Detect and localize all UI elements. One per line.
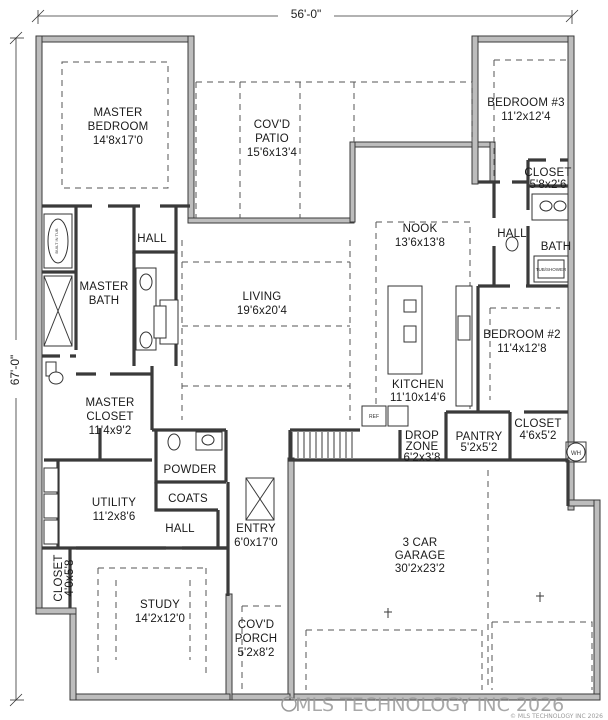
room-label-nook: NOOK 13'6x13'8: [395, 223, 445, 249]
room-label-line: 15'6x13'4: [247, 147, 298, 159]
room-label-line: UTILITY: [92, 497, 136, 509]
room-label-line: PORCH: [235, 633, 278, 645]
tub-label: BUILT IN TUB: [54, 228, 59, 253]
room-label-line: 4'6x5'2: [519, 430, 556, 442]
room-label-line: STUDY: [140, 599, 180, 611]
room-label-line: 4'0x5'8: [64, 559, 76, 596]
width-label: 56'-0": [291, 7, 322, 21]
room-label-utility: UTILITY 11'2x8'6: [92, 497, 136, 523]
water-heater-label: WH: [571, 451, 581, 457]
room-label-master-closet: MASTER CLOSET 11'4x9'2: [85, 397, 134, 437]
room-label-line: KITCHEN: [392, 379, 444, 391]
room-label-powder: POWDER: [164, 464, 217, 476]
room-label-master-bath: MASTER BATH: [79, 281, 128, 307]
room-label-line: BEDROOM #2: [483, 329, 560, 341]
room-label-study: STUDY 14'2x12'0: [135, 599, 185, 625]
watermark-small-text: © MLS TECHNOLOGY INC 2026: [510, 713, 603, 720]
room-label-line: HALL: [497, 228, 527, 240]
depth-dimension: 67'-0": [6, 31, 26, 707]
tub-shower-label: TUB/SHOWER: [536, 267, 567, 272]
width-dimension: 56'-0": [31, 6, 579, 24]
room-label-line: 6'0x17'0: [234, 537, 278, 549]
room-label-line: LIVING: [243, 291, 282, 303]
room-label-line: BATH: [89, 295, 120, 307]
room-label-living: LIVING 19'6x20'4: [237, 291, 288, 317]
room-label-line: HALL: [165, 523, 195, 535]
room-label-bedroom-2: BEDROOM #2 11'4x12'8: [483, 329, 560, 355]
room-label-covd-porch: COV'D PORCH 5'2x8'2: [235, 619, 278, 659]
room-label-bedroom-3: BEDROOM #3 11'2x12'4: [487, 97, 564, 123]
room-label-line: ENTRY: [236, 523, 276, 535]
room-label-covd-patio: COV'D PATIO 15'6x13'4: [247, 119, 298, 159]
room-label-line: CLOSET: [86, 411, 133, 423]
room-label-line: HALL: [137, 233, 167, 245]
room-label-line: ZONE: [406, 441, 439, 453]
room-label-line: COV'D: [238, 619, 274, 631]
room-label-line: BEDROOM: [88, 121, 149, 133]
room-label-line: 30'2x23'2: [395, 563, 445, 575]
room-label-line: POWDER: [164, 464, 217, 476]
room-label-line: MASTER: [85, 397, 134, 409]
room-label-line: BATH: [541, 241, 572, 253]
room-label-line: NOOK: [403, 223, 438, 235]
room-label-bath: BATH: [541, 241, 572, 253]
room-label-line: 11'2x12'4: [501, 111, 551, 123]
room-label-line: COV'D: [254, 119, 290, 131]
room-label-hall-right: HALL: [497, 228, 527, 240]
room-label-line: BEDROOM #3: [487, 97, 564, 109]
room-label-line: MASTER: [79, 281, 128, 293]
watermark: MLS TECHNOLOGY INC 2026 © MLS TECHNOLOGY…: [281, 694, 603, 720]
room-label-line: 11'10x14'6: [390, 392, 446, 404]
room-label-line: CLOSET: [53, 554, 65, 601]
room-label-coats: COATS: [168, 493, 208, 505]
room-label-line: 6'2x3'8: [403, 452, 440, 464]
room-label-line: CLOSET: [524, 167, 571, 179]
depth-label: 67'-0": [8, 355, 22, 386]
interior-walls: [42, 158, 570, 608]
ceiling-lines: [61, 59, 593, 690]
room-label-line: 11'4x12'8: [497, 343, 546, 355]
room-label-closet-study: CLOSET4'0x5'8: [53, 554, 76, 601]
room-label-line: 5'2x5'2: [460, 442, 497, 454]
room-label-line: PATIO: [255, 133, 289, 145]
watermark-text: MLS TECHNOLOGY INC 2026: [283, 694, 564, 716]
room-label-line: COATS: [168, 493, 208, 505]
room-label-line: 5'2x8'2: [237, 647, 274, 659]
room-label-line: PANTRY: [456, 431, 503, 443]
room-label-entry: ENTRY 6'0x17'0: [234, 523, 278, 549]
room-label-line: 13'6x13'8: [395, 237, 445, 249]
room-label-line: 11'2x8'6: [93, 511, 136, 523]
room-label-line: MASTER: [93, 107, 142, 119]
room-label-line: DROP: [405, 430, 439, 442]
room-label-line: 11'4x9'2: [89, 425, 132, 437]
fixtures: [43, 193, 587, 618]
room-label-line: 5'8x2'6: [529, 179, 566, 191]
room-label-line: 19'6x20'4: [237, 305, 288, 317]
room-label-line: 3 CAR: [403, 537, 438, 549]
room-label-hall-entry: HALL: [165, 523, 195, 535]
room-label-line: 14'8x17'0: [93, 135, 143, 147]
room-label-line: CLOSET: [514, 418, 561, 430]
room-label-line: GARAGE: [395, 550, 446, 562]
room-label-line: 14'2x12'0: [135, 613, 185, 625]
ref-label: REF: [369, 414, 379, 420]
room-label-hall-master: HALL: [137, 233, 167, 245]
room-label-master-bedroom: MASTER BEDROOM 14'8x17'0: [88, 107, 149, 147]
